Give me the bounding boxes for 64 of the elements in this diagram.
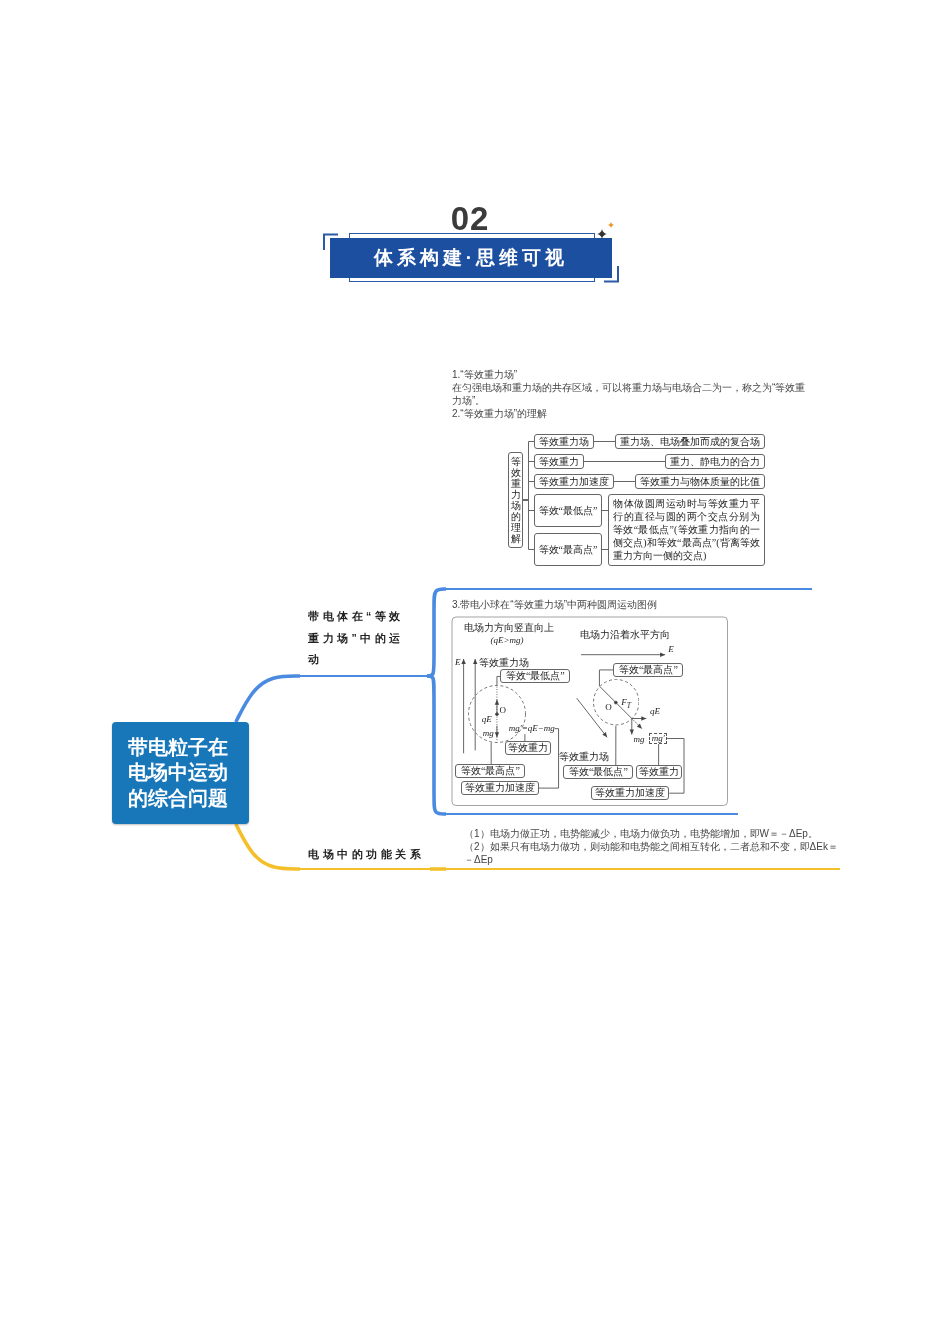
note-text: 3.带电小球在“等效重力场”中两种圆周运动图例	[452, 598, 658, 611]
callout-box: 等效“最低点”	[500, 669, 571, 684]
note-text: （2）如果只有电场力做功，则动能和电势能之间相互转化，二者总和不变，即ΔEk＝－ΔEp	[464, 840, 839, 866]
definition-box: 物体做圆周运动时与等效重力平行的直径与圆的两个交点分别为等效“最低点”(等效重力指向的一侧交点)和等效“最高点”(背离等效重力方向一侧的交点)	[608, 494, 765, 566]
leader-line	[496, 675, 501, 686]
callout-box: 等效重力加速度	[591, 786, 670, 801]
symbol-label: mg	[482, 728, 494, 738]
concept-box: 等效重力与物体质量的比值	[635, 474, 765, 489]
concept-box: 等效“最高点”	[534, 533, 602, 566]
connector-line	[593, 441, 616, 442]
symbol-label: mg	[633, 733, 645, 744]
callout-box: 等效重力加速度	[460, 781, 539, 796]
callout-box: 等效“最高点”	[613, 662, 684, 677]
concept-box: 等效重力场	[534, 434, 594, 449]
concept-box: 等效重力	[534, 454, 584, 469]
leader-line	[666, 738, 685, 794]
bracket-line	[522, 499, 535, 550]
vector-label: mg′	[649, 733, 668, 744]
symbol-label: qE	[481, 713, 492, 724]
note-text: 1.“等效重力场”	[452, 368, 518, 381]
formula-label: mg′=qE−mg	[508, 723, 555, 735]
leader-line	[524, 733, 526, 742]
condition-label: (qE>mg)	[490, 635, 524, 646]
branch-line	[430, 867, 446, 871]
concept-box: 等效重力场的理解	[508, 452, 523, 548]
symbol-label: F$_{T}$	[621, 697, 631, 711]
note-text: （1）电场力做正功，电势能减少，电场力做负功，电势能增加，即W＝－ΔEp。	[464, 827, 819, 840]
leader-line	[615, 725, 617, 766]
central-topic: 带电粒子在电场中运动的综合问题	[112, 722, 249, 824]
section-title: 体系构建·思维可视	[330, 238, 612, 278]
field-label: 等效重力场	[479, 656, 530, 668]
leader-line	[598, 669, 614, 687]
symbol-label: E	[455, 656, 461, 667]
connector-line	[601, 510, 609, 511]
symbol-label: O	[605, 701, 612, 712]
figure-caption: 电场力沿着水平方向	[579, 628, 670, 640]
branch-line	[234, 823, 300, 871]
figure-caption: 电场力方向竖直向上	[463, 621, 554, 633]
callout-box: 等效“最低点”	[563, 765, 634, 780]
leader-line	[658, 743, 660, 766]
concept-box: 重力、静电力的合力	[665, 454, 765, 469]
callout-box: 等效“最高点”	[455, 764, 526, 779]
note-text: 在匀强电场和重力场的共存区域，可以将重力场与电场合二为一，称之为“等效重力场”。	[452, 381, 807, 407]
leader-line	[538, 728, 560, 789]
callout-box: 等效重力	[635, 765, 682, 780]
branch-topic: 带电体在“等效重力场”中的运动	[300, 606, 427, 677]
connector-line	[613, 481, 636, 482]
field-label: 等效重力场	[558, 750, 609, 762]
note-text: 2.“等效重力场”的理解	[452, 407, 548, 420]
concept-box: 等效“最低点”	[534, 494, 602, 527]
symbol-label: O	[499, 704, 506, 715]
branch-line	[234, 674, 300, 723]
symbol-label: qE	[650, 706, 660, 717]
symbol-label: E	[668, 643, 674, 654]
concept-box: 等效重力加速度	[534, 474, 614, 489]
callout-box: 等效重力	[505, 741, 552, 756]
section-number: 02	[450, 201, 490, 237]
connector-line	[601, 549, 609, 550]
connector-line	[583, 461, 666, 462]
branch-topic: 电场中的功能关系	[300, 838, 430, 870]
leader-line	[490, 742, 492, 765]
concept-box: 重力场、电场叠加而成的复合场	[615, 434, 765, 449]
circular-path	[592, 679, 640, 726]
branch-line	[426, 674, 446, 816]
